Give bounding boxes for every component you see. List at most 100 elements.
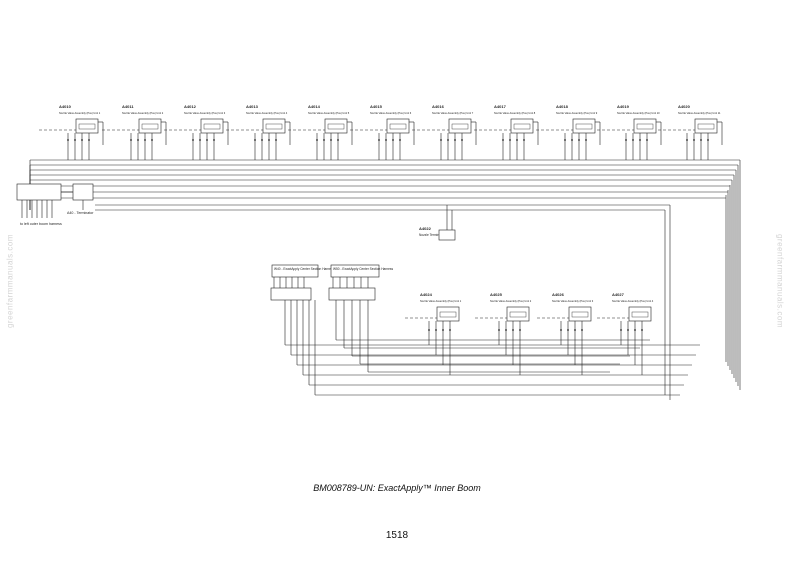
pin [428,329,430,331]
pin [130,139,132,141]
pin [435,329,437,331]
pin [268,139,270,141]
pin [505,329,507,331]
pin [502,139,504,141]
nozzle-id: A4024 [420,292,433,297]
nozzle-desc: Nozzle Valve Assembly (Pos) Unit 2 [490,299,532,303]
mid-device-id: A4022 [419,226,432,231]
w40-label: W40 - ExactApply Center Section Harness [274,267,334,271]
nozzle-id: A4011 [122,104,134,109]
nozzle-id: A4015 [370,104,383,109]
nozzle-body [386,118,410,134]
nozzle-id: A4019 [617,104,630,109]
nozzle-plug [78,123,96,130]
left-terminator-connector [72,183,94,201]
pin [560,329,562,331]
pin [192,139,194,141]
nozzle-plug [509,311,527,318]
w50-label: W50 - ExactApply Center Section Harness [333,267,393,271]
nozzle-plug [575,123,593,130]
pin [337,139,339,141]
nozzle-plug [636,123,654,130]
pin [261,139,263,141]
nozzle-body [75,118,99,134]
nozzle-id: A4020 [678,104,691,109]
left-outer-label: to left outer boom harness [20,222,62,226]
nozzle-body [262,118,286,134]
nozzle-body [510,118,534,134]
pin [571,139,573,141]
nozzle-id: A4027 [612,292,625,297]
pin [693,139,695,141]
pin [512,329,514,331]
nozzle-id: A4025 [490,292,503,297]
nozzle-plug [513,123,531,130]
nozzle-desc: Nozzle Valve Assembly (Pos) Unit 5 [308,111,350,115]
pin [151,139,153,141]
pin [330,139,332,141]
nozzle-plug [203,123,221,130]
nozzle-plug [439,311,457,318]
pin [254,139,256,141]
nozzle-id: A4016 [432,104,445,109]
nozzle-desc: Nozzle Valve Assembly (Pos) Unit 10 [617,111,660,115]
left-outer-connector [16,183,62,201]
pin [509,139,511,141]
pin [686,139,688,141]
figure-caption: BM008789-UN: ExactApply™ Inner Boom [313,483,481,493]
harness-connectors: to left outer boom harness A40 - Termina… [16,183,456,301]
pin [74,139,76,141]
nozzle-id: A4013 [246,104,259,109]
pin [498,329,500,331]
pin [442,329,444,331]
nozzle-plug [631,311,649,318]
nozzle-plug [265,123,283,130]
nozzle-body [324,118,348,134]
pin [516,139,518,141]
pin [81,139,83,141]
nozzle-body [506,306,530,322]
pin [316,139,318,141]
pin [67,139,69,141]
w40-connector [270,287,312,301]
left-terminator-label: A40 - Terminator [67,211,94,215]
pin [564,139,566,141]
nozzle-plug [571,311,589,318]
nozzle-id: A4018 [556,104,569,109]
pin [646,139,648,141]
nozzle-desc: Nozzle Valve Assembly (Pos) Unit 3 [184,111,226,115]
nozzle-body [568,306,592,322]
nozzle-body [138,118,162,134]
nozzle-desc: Nozzle Valve Assembly (Pos) Unit 1 [420,299,462,303]
w40-label-box [271,264,319,278]
mid-device-desc: Nozzle Terminator [419,233,446,237]
nozzle-plug [327,123,345,130]
pin [574,329,576,331]
pin [137,139,139,141]
pin [567,329,569,331]
nozzle-body [628,306,652,322]
nozzle-desc: Nozzle Valve Assembly (Pos) Unit 1 [59,111,101,115]
pin [275,139,277,141]
watermark-right: greenfarmmanuals.com [775,233,785,329]
pin [399,139,401,141]
nozzle-body [694,118,718,134]
pin [392,139,394,141]
pin [213,139,215,141]
pin [88,139,90,141]
mid-device-box [438,229,456,241]
pin [323,139,325,141]
nozzle-plug [697,123,715,130]
pin [578,139,580,141]
